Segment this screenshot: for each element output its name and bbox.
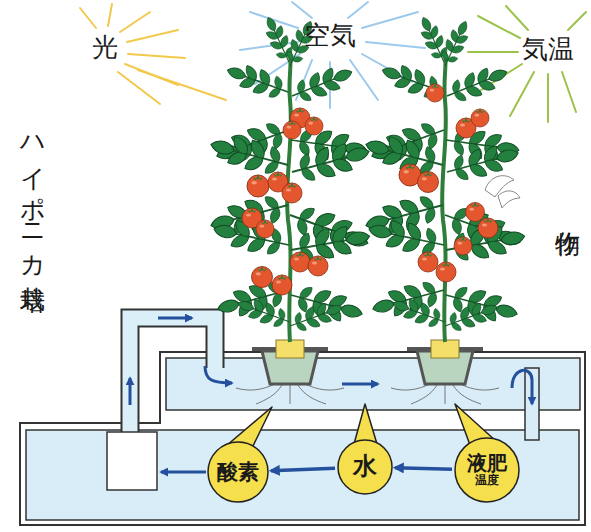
vertical-label: ハイポニカ栽培 <box>20 120 45 268</box>
tomato <box>418 170 439 192</box>
callout-bubble: 酸素 <box>207 441 269 503</box>
ray <box>108 4 112 26</box>
leaf <box>286 58 357 110</box>
bubble-text: 酸素 <box>217 461 259 483</box>
tomato <box>478 217 498 238</box>
tomato <box>471 108 489 127</box>
bubble-text: 液肥 <box>467 453 507 474</box>
ray <box>118 72 160 104</box>
flow-arrow <box>271 468 335 471</box>
root <box>256 385 282 404</box>
bubble-circle <box>208 442 268 502</box>
ray <box>362 12 418 28</box>
factor-label: 空気 <box>304 22 356 48</box>
bubble-content: 酸素 <box>207 441 269 503</box>
tomato <box>252 265 273 287</box>
root <box>445 385 446 404</box>
tomato <box>305 116 323 135</box>
tomato-plant <box>361 13 528 342</box>
tomato-plant <box>206 13 374 342</box>
leaf <box>234 291 295 334</box>
ray <box>127 30 178 42</box>
leaf <box>435 17 476 71</box>
root <box>298 385 326 404</box>
air-rays <box>240 2 425 108</box>
factor-label: 光 <box>92 34 118 60</box>
factor-label: 気温 <box>522 36 574 62</box>
tomato <box>282 182 302 203</box>
bubble-circle <box>338 440 392 494</box>
flow-arrow <box>161 471 206 474</box>
flow-arrow <box>342 383 378 386</box>
leaf <box>441 58 512 110</box>
root <box>411 385 437 404</box>
ray <box>478 16 520 38</box>
bubble-subtext: 温度 <box>475 474 499 487</box>
tomato <box>308 255 328 276</box>
tomato <box>454 236 472 255</box>
bubble-text: 水 <box>353 454 377 479</box>
ray <box>348 2 368 18</box>
flow-arrow <box>205 366 232 383</box>
tomato <box>418 251 438 272</box>
ray <box>80 8 96 28</box>
vertical-label: 作物 <box>555 212 580 214</box>
flow-arrow <box>158 317 192 320</box>
temperature-rays <box>468 6 586 122</box>
leaf <box>443 218 528 268</box>
ray <box>350 60 378 100</box>
ray <box>366 42 425 48</box>
root <box>290 385 291 404</box>
ray <box>506 6 528 30</box>
ray <box>468 51 518 53</box>
trough-water <box>166 358 580 410</box>
flower <box>498 191 520 208</box>
net-pot <box>407 340 483 384</box>
roots <box>236 384 499 404</box>
leaf <box>222 56 293 106</box>
rockwool-cube <box>431 340 459 358</box>
pipe-water <box>130 318 215 434</box>
ray <box>128 54 185 58</box>
tank-frame <box>20 352 585 525</box>
ray <box>547 74 549 122</box>
bubble-content: 水 <box>337 439 393 495</box>
tomato <box>436 261 456 282</box>
ray <box>292 2 312 18</box>
tomato <box>272 274 292 295</box>
net-pot <box>252 340 328 384</box>
rockwool-cube <box>276 340 304 358</box>
root <box>453 385 481 404</box>
pipe-outline <box>130 318 215 432</box>
bubble-circle <box>455 438 519 502</box>
ray <box>510 72 534 116</box>
tomato <box>426 83 444 102</box>
tomato <box>256 219 274 238</box>
pump-box <box>107 432 157 490</box>
callout-bubble: 液肥温度 <box>454 437 520 503</box>
ray <box>568 12 586 30</box>
leaf <box>389 291 450 334</box>
ray <box>562 72 576 112</box>
flow-arrow <box>512 370 532 404</box>
tomato <box>466 202 485 222</box>
ray <box>138 70 226 100</box>
callout-tail <box>354 404 377 444</box>
reservoir-water <box>26 430 579 520</box>
callout-bubble: 水 <box>337 439 393 495</box>
tomato <box>247 174 269 197</box>
leaf <box>286 295 347 338</box>
light-rays <box>80 4 226 104</box>
flow-arrow <box>129 378 132 405</box>
tomato <box>283 120 301 139</box>
flow-arrow <box>395 468 452 469</box>
ray <box>120 12 150 32</box>
bubble-content: 液肥温度 <box>454 437 520 503</box>
leaf <box>377 56 448 106</box>
leaf <box>287 133 374 189</box>
tomato <box>290 251 310 272</box>
leaf <box>441 295 502 338</box>
